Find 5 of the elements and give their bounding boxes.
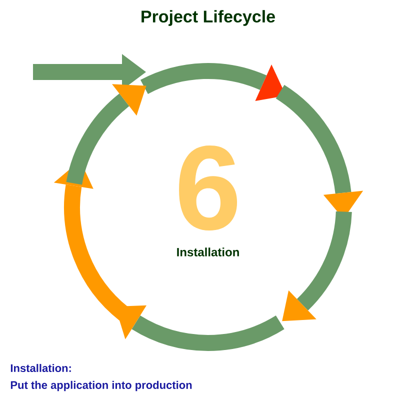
note-text: Installation:	[10, 364, 71, 372]
big-number: 6	[179, 146, 238, 230]
title: Project Lifecycle	[142, 10, 275, 26]
note-text: Put the application into production	[10, 380, 192, 392]
center-label: Installation	[177, 248, 239, 256]
